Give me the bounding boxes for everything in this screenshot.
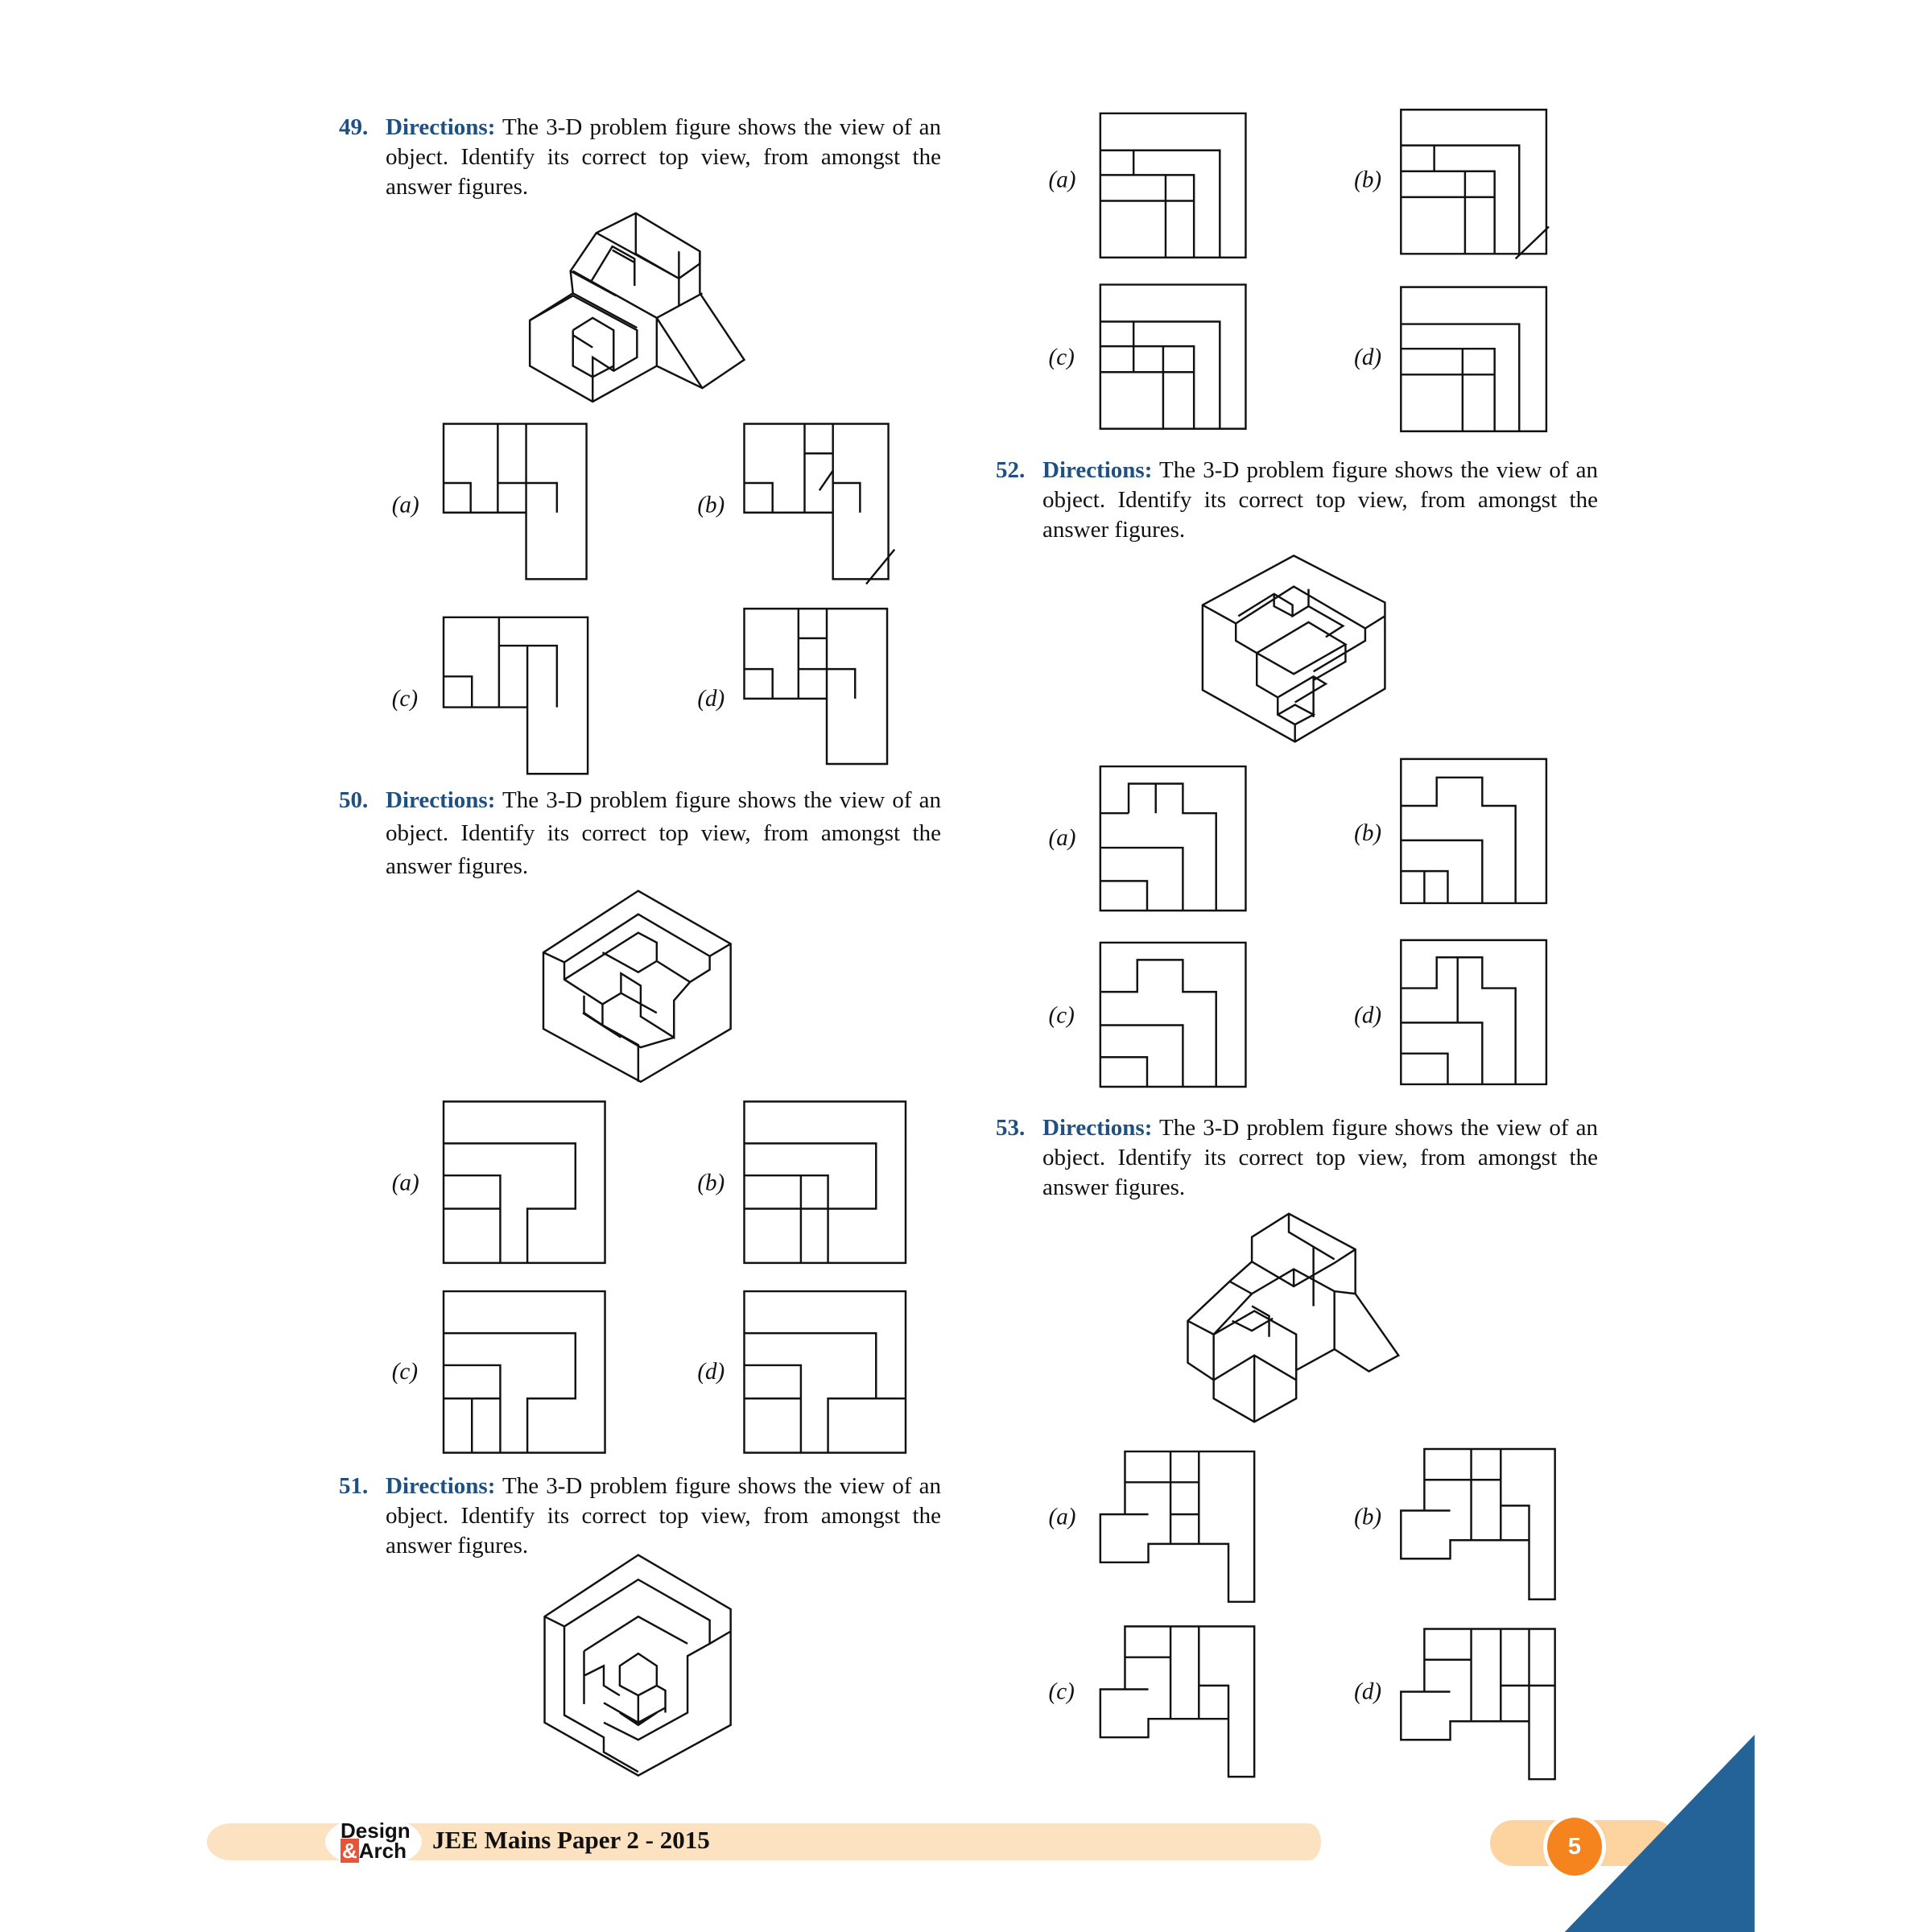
option-label: (c) — [392, 686, 418, 712]
question-50: 50. Directions: The 3-D problem figure s… — [339, 784, 941, 883]
option-label: (b) — [697, 493, 724, 518]
question-51: 51. Directions: The 3-D problem figure s… — [339, 1472, 941, 1561]
q50-problem-figure — [542, 890, 732, 1084]
question-text: The 3-D problem figure shows the view of… — [386, 114, 941, 200]
option-label: (d) — [697, 1359, 724, 1385]
q49-option-a[interactable] — [442, 423, 588, 580]
q53-option-c[interactable] — [1099, 1625, 1256, 1778]
question-number: 50. — [339, 787, 369, 813]
question-49: 49. Directions: The 3-D problem figure s… — [339, 113, 941, 202]
question-number: 51. — [339, 1473, 369, 1499]
option-label: (b) — [1354, 1504, 1381, 1530]
footer-title: JEE Mains Paper 2 - 2015 — [432, 1826, 710, 1854]
question-text: The 3-D problem figure shows the view of… — [386, 1473, 941, 1558]
option-label: (b) — [1354, 820, 1381, 846]
directions-label: Directions: — [386, 114, 496, 140]
q52-problem-figure — [1201, 554, 1386, 743]
q51-problem-figure — [543, 1554, 732, 1777]
q50-option-c[interactable] — [442, 1290, 606, 1454]
question-text: The 3-D problem figure shows the view of… — [1042, 1115, 1598, 1200]
q51-option-c[interactable] — [1099, 283, 1247, 430]
option-label: (c) — [392, 1359, 418, 1385]
option-label: (a) — [1049, 825, 1076, 851]
directions-label: Directions: — [1042, 1115, 1153, 1141]
option-label: (b) — [697, 1170, 724, 1196]
q53-option-b[interactable] — [1400, 1447, 1556, 1600]
option-label: (d) — [1354, 345, 1381, 370]
option-label: (d) — [1354, 1002, 1381, 1028]
q51-option-b[interactable] — [1400, 109, 1550, 260]
option-label: (c) — [1049, 1679, 1075, 1705]
q51-option-a[interactable] — [1099, 112, 1247, 259]
q53-problem-figure — [1187, 1212, 1401, 1423]
directions-label: Directions: — [1042, 457, 1153, 483]
question-text: The 3-D problem figure shows the view of… — [386, 787, 941, 879]
q52-option-a[interactable] — [1099, 765, 1247, 912]
q50-option-d[interactable] — [743, 1290, 907, 1454]
q51-option-d[interactable] — [1400, 286, 1548, 432]
q49-option-b[interactable] — [743, 423, 896, 585]
q52-option-b[interactable] — [1400, 758, 1548, 905]
question-number: 49. — [339, 114, 369, 140]
question-number: 52. — [996, 457, 1026, 483]
q50-option-b[interactable] — [743, 1100, 907, 1265]
directions-label: Directions: — [386, 787, 496, 813]
q52-option-c[interactable] — [1099, 941, 1247, 1088]
question-52: 52. Directions: The 3-D problem figure s… — [996, 456, 1598, 545]
q49-option-d[interactable] — [743, 607, 889, 766]
q50-option-a[interactable] — [442, 1100, 606, 1265]
page-number-badge: 5 — [1543, 1814, 1606, 1880]
option-label: (a) — [392, 1170, 419, 1196]
design-arch-logo: Design&Arch — [341, 1818, 411, 1863]
option-label: (a) — [1049, 1504, 1076, 1530]
question-text: The 3-D problem figure shows the view of… — [1042, 457, 1598, 543]
q53-option-d[interactable] — [1400, 1628, 1556, 1781]
option-label: (d) — [1354, 1679, 1381, 1705]
q53-option-a[interactable] — [1099, 1450, 1256, 1604]
option-label: (a) — [1049, 167, 1076, 193]
directions-label: Directions: — [386, 1473, 496, 1499]
option-label: (a) — [392, 493, 419, 518]
question-number: 53. — [996, 1115, 1026, 1141]
option-label: (d) — [697, 686, 724, 712]
question-53: 53. Directions: The 3-D problem figure s… — [996, 1113, 1598, 1203]
option-label: (c) — [1049, 1002, 1075, 1028]
q49-problem-figure — [528, 212, 746, 403]
q49-option-c[interactable] — [442, 616, 589, 775]
option-label: (b) — [1354, 167, 1381, 193]
option-label: (c) — [1049, 345, 1075, 370]
q52-option-d[interactable] — [1400, 939, 1548, 1086]
